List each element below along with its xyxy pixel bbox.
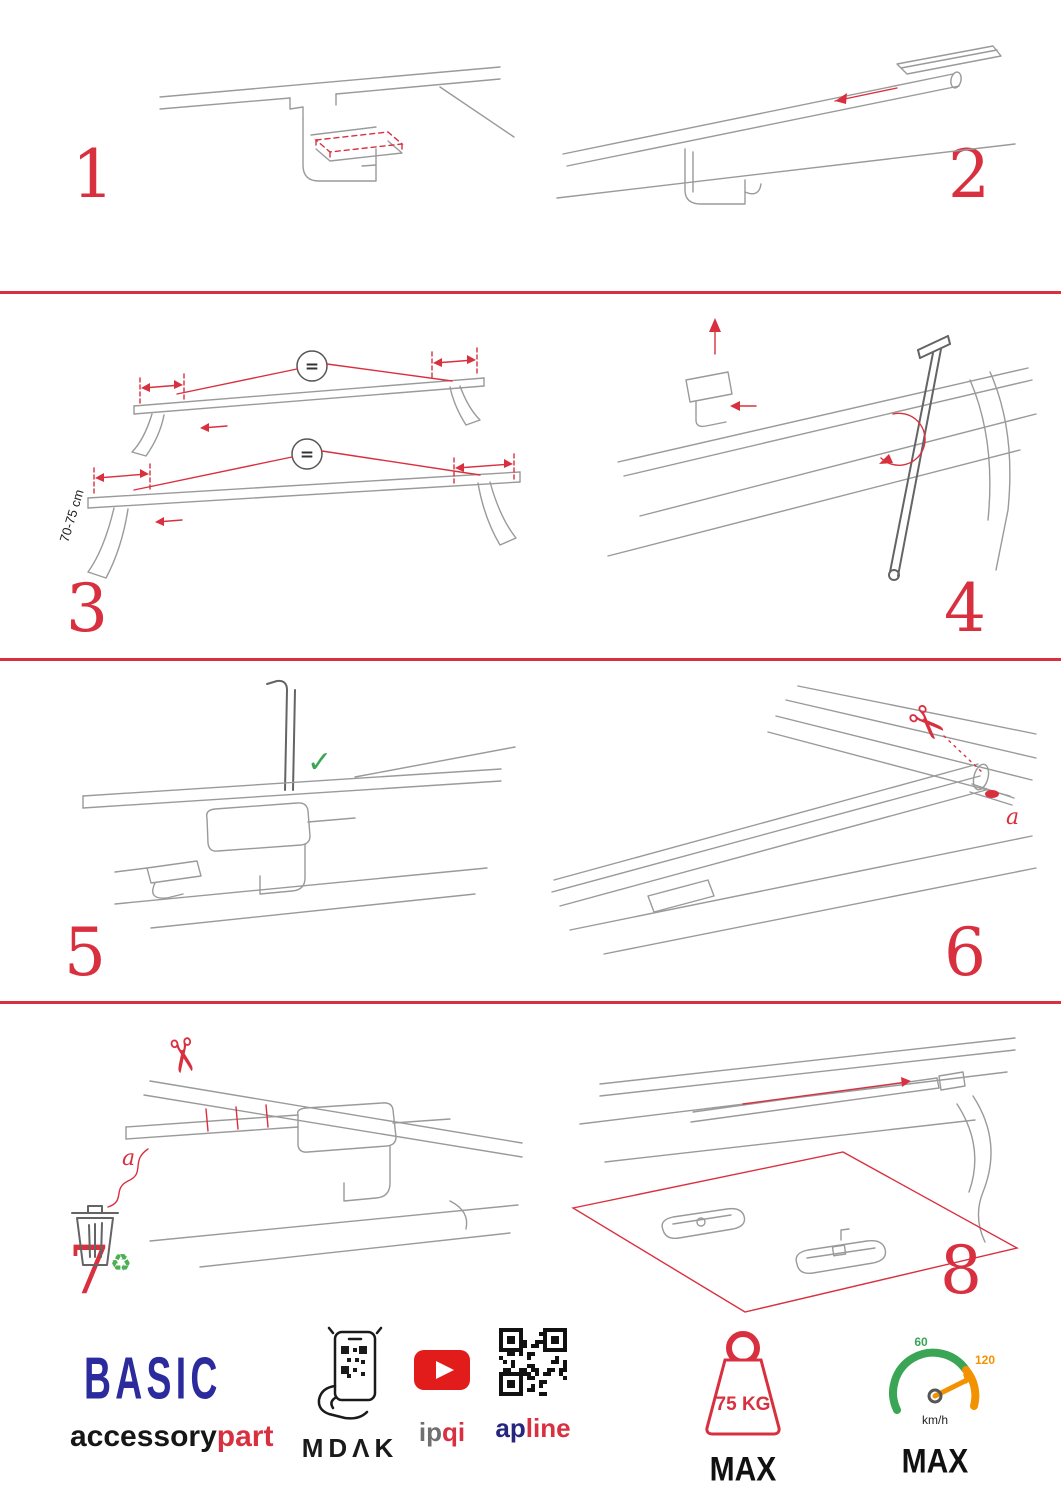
step-3-number: 3 <box>66 570 108 647</box>
adapter-pieces <box>661 1207 887 1274</box>
speed-max-label: MAX <box>901 1442 969 1481</box>
step-8-drawing <box>571 1037 1019 1313</box>
allen-key <box>888 335 951 581</box>
step-8-number: 8 <box>940 1232 982 1309</box>
ipqi-block: ipqi <box>402 1350 482 1448</box>
step3-crossbars <box>87 377 521 579</box>
step-2-drawing <box>556 45 1016 205</box>
trash-icon <box>71 1205 119 1266</box>
equal-sign-bottom: = <box>300 445 314 465</box>
apline-logo-text: apline <box>488 1413 578 1444</box>
youtube-icon <box>414 1350 470 1390</box>
mdak-block: MDΛK <box>295 1326 405 1464</box>
step-4-number: 4 <box>944 570 986 647</box>
ipqi-left: ip <box>418 1417 442 1447</box>
step2-slide-arrow <box>834 87 898 104</box>
step4-rail <box>607 367 1037 571</box>
divider-2 <box>0 658 1061 661</box>
speed-limit: 60 120 km/h MAX <box>870 1322 1000 1481</box>
step5-pin <box>266 679 296 791</box>
step6-cut-line <box>943 735 999 798</box>
step-6-drawing: ✂ a <box>551 685 1037 955</box>
step-5-number: 5 <box>64 914 106 991</box>
apline-block: apline <box>488 1328 578 1444</box>
step-6-number: 6 <box>944 914 986 991</box>
weight-value: 75 KG <box>716 1394 771 1415</box>
gauge-low-label: 60 <box>914 1335 928 1349</box>
brand-basic-title: BASIC <box>84 1346 222 1413</box>
cut-label-a: a <box>122 1146 135 1171</box>
step8-zoom-region <box>571 1077 1019 1313</box>
bar-distance-label: 70-75 cm <box>57 488 87 544</box>
step3-dimensions <box>93 347 515 526</box>
phone-scan-icon <box>317 1326 383 1420</box>
recycle-icon: ♻ <box>110 1249 132 1277</box>
step6-bar-strip <box>551 685 1037 955</box>
step4-arrows <box>709 318 926 466</box>
ipqi-logo-text: ipqi <box>402 1417 482 1448</box>
equal-sign-top: = <box>305 357 319 377</box>
divider-1 <box>0 291 1061 294</box>
speedometer-icon: 60 120 km/h <box>889 1335 995 1427</box>
ipqi-right: qi <box>442 1417 466 1447</box>
weight-limit: 75 KG MAX <box>688 1326 798 1489</box>
brand-accessory: accessory <box>70 1420 217 1453</box>
step-1-drawing <box>159 66 515 182</box>
brand-part: part <box>216 1420 274 1453</box>
step5-bracket <box>82 746 516 929</box>
step1-roof-clamp <box>159 66 515 182</box>
step1-highlight <box>314 131 404 162</box>
check-icon: ✓ <box>307 745 332 780</box>
brand-accessorypart: accessorypart <box>70 1420 273 1454</box>
step-2-number: 2 <box>948 136 990 213</box>
step7-cut-marks <box>107 1104 269 1208</box>
step-1-number: 1 <box>72 136 114 213</box>
scissors-icon: ✂ <box>894 691 959 756</box>
step-3-drawing: = = 70-75 cm <box>57 347 521 579</box>
step3-equal-circles <box>291 350 328 470</box>
apline-right: line <box>525 1413 571 1443</box>
step2-bar <box>556 45 1016 205</box>
step-7-drawing: ✂ a ♻ <box>71 1032 523 1277</box>
scissors-icon: ✂ <box>152 1032 212 1079</box>
weight-icon: 75 KG <box>705 1331 781 1436</box>
step-4-drawing <box>607 318 1037 581</box>
step7-strip-bracket <box>125 1080 523 1268</box>
cut-label-a: a <box>1006 805 1019 830</box>
gauge-unit-label: km/h <box>922 1413 948 1427</box>
divider-3 <box>0 1001 1061 1004</box>
weight-max-label: MAX <box>709 1450 777 1489</box>
qr-code <box>499 1328 567 1396</box>
mdak-logo-text: MDΛK <box>301 1433 399 1463</box>
gauge-high-label: 120 <box>975 1353 995 1367</box>
step-5-drawing: ✓ <box>82 679 516 929</box>
apline-left: ap <box>495 1413 526 1443</box>
